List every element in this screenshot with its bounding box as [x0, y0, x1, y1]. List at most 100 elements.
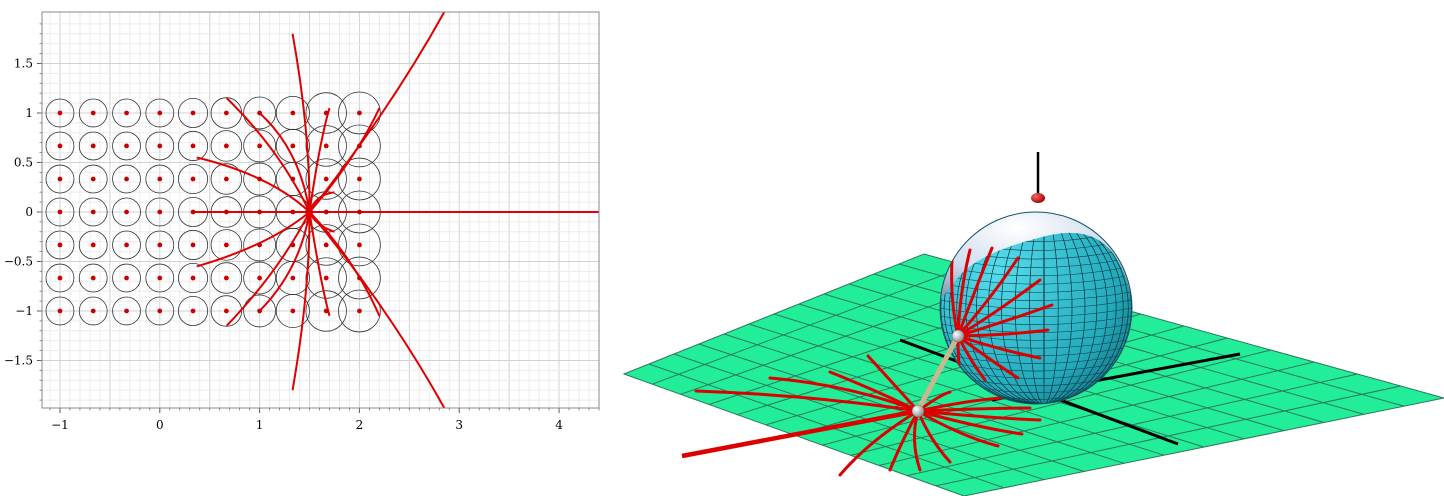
- grid-dot: [290, 242, 296, 248]
- grid-circle: [145, 98, 175, 128]
- sphere-point: [951, 329, 965, 343]
- sphere-parallel: [972, 379, 1100, 387]
- grid-circle: [210, 262, 243, 294]
- plane-curve: [828, 370, 920, 413]
- y-tick-label: −0.5: [4, 254, 33, 268]
- plane-curve: [916, 409, 1000, 448]
- plane-grid-line: [907, 373, 1358, 477]
- grid-dot: [323, 209, 329, 215]
- sphere-curve: [956, 278, 1042, 338]
- grid-dot: [57, 209, 63, 215]
- plane-curve: [916, 409, 1042, 422]
- grid-circle: [177, 229, 209, 260]
- field-curve: [258, 112, 311, 213]
- grid-dot: [290, 143, 296, 149]
- grid-circle: [112, 131, 141, 161]
- sphere-parallel: [940, 307, 1132, 317]
- grid-dot: [124, 275, 129, 281]
- grid-dot: [57, 110, 63, 116]
- grid-circle: [305, 290, 347, 332]
- y-tick-label: −1: [15, 304, 33, 318]
- grid-circle: [78, 263, 108, 293]
- grid-dot: [124, 209, 129, 215]
- y-tick-label: −1.5: [4, 353, 33, 367]
- field-curve: [308, 211, 381, 317]
- grid-dot: [157, 209, 163, 215]
- grid-dot: [257, 275, 263, 281]
- grid-circle: [45, 263, 75, 293]
- grid-dot: [57, 143, 63, 149]
- grid-circle: [243, 228, 276, 262]
- grid-circle: [177, 130, 209, 161]
- grid-dot: [157, 176, 163, 182]
- plane-curve: [916, 406, 1032, 413]
- sphere-curve: [956, 334, 1020, 380]
- grid-circle: [45, 230, 75, 260]
- focus-point: [306, 208, 314, 216]
- grid-dot: [257, 143, 263, 149]
- field-curve: [291, 33, 311, 212]
- grid-circle: [145, 263, 175, 293]
- grid-circle: [45, 197, 75, 227]
- grid-dot: [323, 275, 329, 281]
- plane-curve: [694, 389, 920, 413]
- grid-dot: [124, 308, 129, 314]
- grid-circle: [210, 229, 243, 261]
- grid-dot: [223, 242, 229, 248]
- grid-dot: [357, 176, 362, 182]
- x-tick-label: 0: [156, 418, 164, 432]
- x-tick-label: 1: [256, 418, 264, 432]
- grid-dot: [157, 308, 163, 314]
- grid-dot: [323, 242, 329, 248]
- grid-circle: [243, 162, 276, 196]
- grid-dot: [57, 308, 63, 314]
- grid-circle: [338, 124, 381, 168]
- plane-curve: [838, 409, 920, 477]
- grid-dot: [257, 209, 263, 215]
- plot-frame: [41, 11, 600, 409]
- grid-dot: [90, 308, 96, 314]
- projection-line: [915, 334, 961, 412]
- grid-circle: [112, 164, 141, 194]
- grid-circle: [78, 164, 108, 194]
- grid-dot: [357, 308, 362, 314]
- grid-dot: [357, 143, 362, 149]
- grid-circle: [305, 158, 347, 200]
- x-tick-label: 2: [356, 418, 364, 432]
- x-tick-label: −1: [51, 418, 69, 432]
- grid-dot: [190, 209, 196, 215]
- grid-dot: [223, 176, 229, 182]
- grid-dot: [323, 143, 329, 149]
- plane-curve: [681, 408, 919, 459]
- grid-circle: [243, 294, 276, 328]
- grid-circle: [78, 230, 108, 260]
- sphere-meridian: [988, 212, 1098, 404]
- grid-dot: [357, 275, 362, 281]
- grid-circle: [78, 197, 108, 227]
- field-curve: [308, 107, 331, 213]
- grid-circle: [338, 91, 381, 135]
- plane-curve: [768, 376, 920, 413]
- grid-circle: [338, 289, 381, 333]
- field-curves: [192, 11, 599, 409]
- grid-dot: [190, 110, 196, 116]
- grid-dot: [57, 242, 63, 248]
- grid-dot: [190, 143, 196, 149]
- grid-dot: [290, 308, 296, 314]
- grid-dot: [257, 308, 263, 314]
- grid-dot: [90, 110, 96, 116]
- grid-circle: [45, 131, 75, 161]
- grid-dot: [223, 308, 229, 314]
- grid-dot: [124, 110, 129, 116]
- grid-dot: [124, 242, 129, 248]
- grid-dot: [290, 275, 296, 281]
- sphere-parallel: [997, 395, 1075, 400]
- grid-circle: [45, 98, 75, 128]
- sphere-cap: [940, 212, 1132, 300]
- grid-dot: [223, 143, 229, 149]
- sphere-curve: [956, 248, 972, 338]
- sphere-parallel: [941, 291, 1131, 301]
- field-curve: [308, 211, 446, 409]
- grid-dot: [323, 110, 329, 116]
